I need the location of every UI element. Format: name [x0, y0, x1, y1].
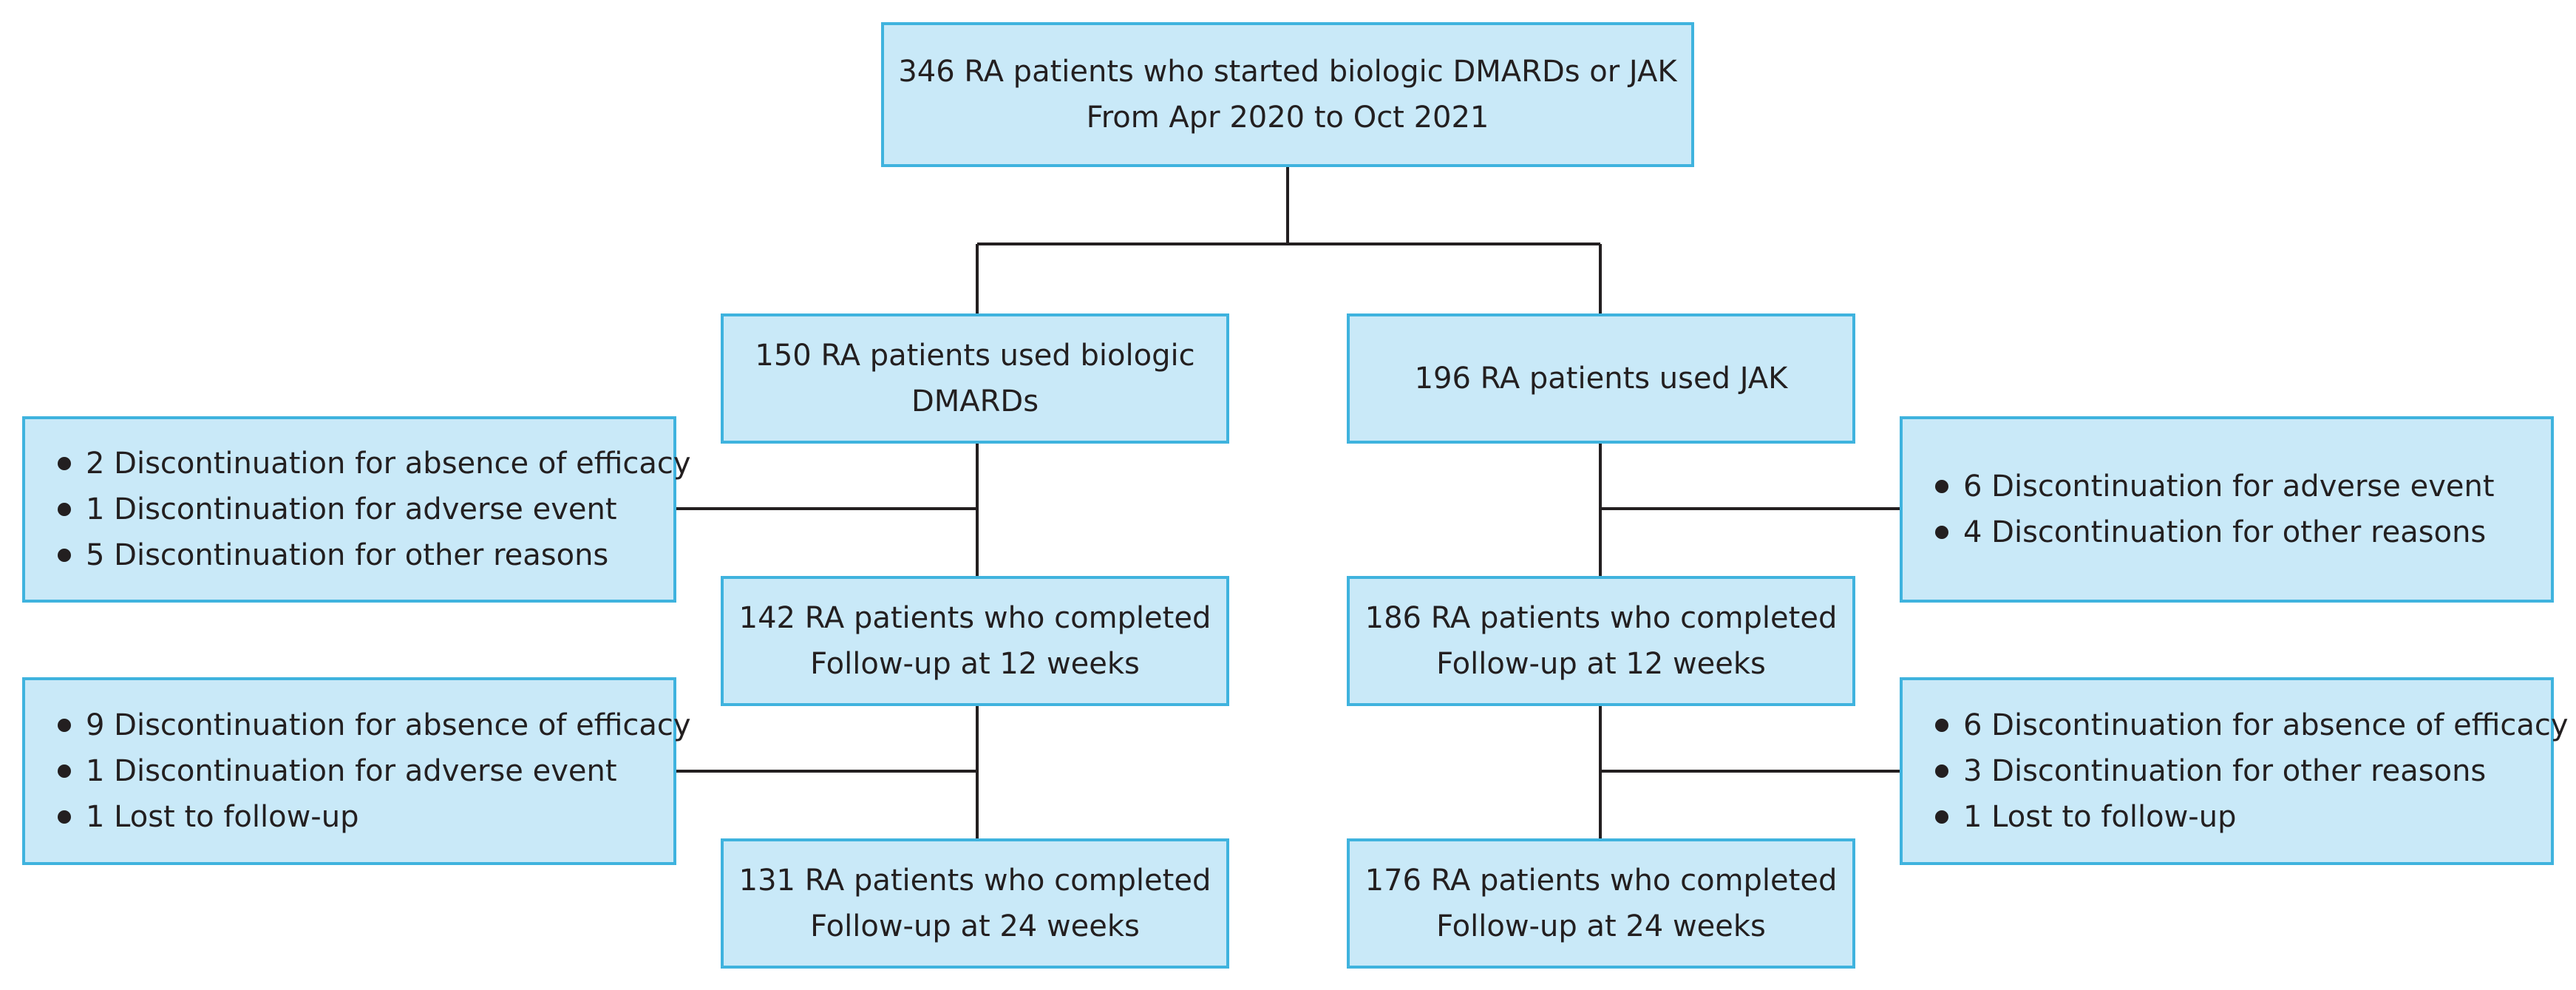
top-box-all-patients: 346 RA patients who started biologic DMA… [881, 22, 1694, 167]
list-item-text: 1 Discontinuation for adverse event [86, 492, 617, 526]
bullet-icon [1935, 526, 1948, 539]
jak-12w-line2: Follow-up at 12 weeks [1436, 647, 1766, 681]
list-item-text: 9 Discontinuation for absence of efficac… [86, 708, 691, 742]
jak-12w-line1: 186 RA patients who completed [1365, 601, 1838, 635]
bullet-icon [58, 810, 71, 824]
list-item-text: 1 Lost to follow-up [86, 800, 359, 834]
bullet-icon [58, 764, 71, 778]
list-item: 3 Discontinuation for other reasons [1935, 748, 2551, 794]
list-item: 4 Discontinuation for other reasons [1935, 509, 2551, 555]
jak-12w-box: 186 RA patients who completed Follow-up … [1347, 576, 1855, 706]
biologic-start-box: 150 RA patients used biologic DMARDs [721, 313, 1229, 444]
list-item-text: 1 Discontinuation for adverse event [86, 754, 617, 788]
list-item: 5 Discontinuation for other reasons [58, 532, 673, 578]
biologic-start-line1: 150 RA patients used biologic [755, 339, 1195, 373]
list-item-text: 5 Discontinuation for other reasons [86, 538, 609, 572]
list-item: 1 Discontinuation for adverse event [58, 748, 673, 794]
biologic-24w-line2: Follow-up at 24 weeks [810, 909, 1140, 943]
biologic-exclusion-24w-box: 9 Discontinuation for absence of efficac… [22, 677, 691, 865]
jak-start-line1: 196 RA patients used JAK [1414, 362, 1788, 396]
bullet-icon [1935, 810, 1948, 824]
list-item: 6 Discontinuation for adverse event [1935, 464, 2551, 509]
jak-start-box: 196 RA patients used JAK [1347, 313, 1855, 444]
biologic-24w-line1: 131 RA patients who completed [738, 864, 1211, 898]
list-item-text: 6 Discontinuation for adverse event [1963, 469, 2495, 504]
list-item: 1 Lost to follow-up [58, 794, 673, 840]
list-item: 1 Discontinuation for adverse event [58, 486, 673, 532]
bullet-icon [1935, 719, 1948, 732]
biologic-exclusion-12w-box: 2 Discontinuation for absence of efficac… [22, 416, 691, 603]
biologic-12w-box: 142 RA patients who completed Follow-up … [721, 576, 1229, 706]
list-item-text: 6 Discontinuation for absence of efficac… [1963, 708, 2569, 742]
list-item-text: 4 Discontinuation for other reasons [1963, 515, 2487, 549]
biologic-12w-line1: 142 RA patients who completed [738, 601, 1211, 635]
list-item: 6 Discontinuation for absence of efficac… [1935, 702, 2569, 748]
list-item: 2 Discontinuation for absence of efficac… [58, 441, 691, 486]
bullet-icon [58, 503, 71, 516]
biologic-24w-box: 131 RA patients who completed Follow-up … [721, 838, 1229, 969]
list-item-text: 1 Lost to follow-up [1963, 800, 2237, 834]
jak-exclusion-24w-box: 6 Discontinuation for absence of efficac… [1900, 677, 2569, 865]
top-box-line2: From Apr 2020 to Oct 2021 [1086, 101, 1489, 135]
list-item-text: 2 Discontinuation for absence of efficac… [86, 447, 691, 481]
list-item: 9 Discontinuation for absence of efficac… [58, 702, 691, 748]
jak-24w-line2: Follow-up at 24 weeks [1436, 909, 1766, 943]
bullet-icon [1935, 764, 1948, 778]
list-item: 1 Lost to follow-up [1935, 794, 2551, 840]
biologic-start-line2: DMARDs [911, 384, 1039, 418]
bullet-icon [58, 457, 71, 470]
top-box-line1: 346 RA patients who started biologic DMA… [898, 55, 1677, 89]
jak-exclusion-12w-box: 6 Discontinuation for adverse event 4 Di… [1900, 416, 2554, 603]
biologic-12w-line2: Follow-up at 12 weeks [810, 647, 1140, 681]
list-item-text: 3 Discontinuation for other reasons [1963, 754, 2487, 788]
bullet-icon [1935, 480, 1948, 493]
bullet-icon [58, 549, 71, 562]
jak-24w-box: 176 RA patients who completed Follow-up … [1347, 838, 1855, 969]
jak-24w-line1: 176 RA patients who completed [1365, 864, 1838, 898]
bullet-icon [58, 719, 71, 732]
